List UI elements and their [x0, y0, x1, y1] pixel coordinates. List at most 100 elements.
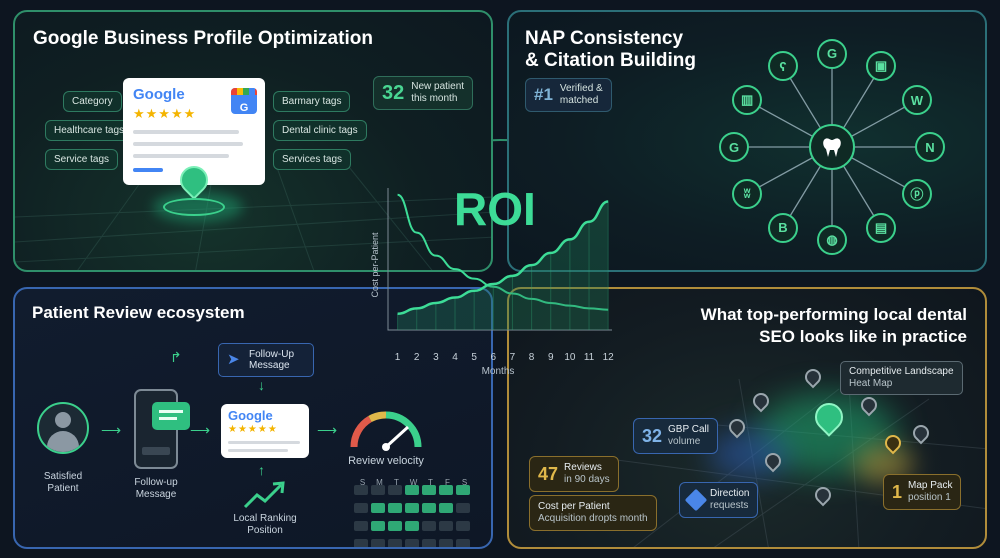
arrow-icon: ⟶	[101, 422, 122, 438]
gbp-call-label: GBP Call	[668, 424, 709, 435]
tag-barmary: Barmary tags	[273, 91, 351, 112]
weekday-label: T	[394, 478, 399, 487]
calendar-cell	[388, 521, 402, 531]
tooth-hub-icon	[809, 124, 855, 170]
citation-node-icon: G	[719, 132, 749, 162]
map-pack-label-2: position 1	[908, 492, 951, 503]
calendar-cell	[405, 503, 419, 513]
citation-node-icon: W	[901, 85, 932, 116]
google-logo: Google	[228, 408, 273, 423]
arrow-icon: ↱	[170, 349, 182, 365]
citation-node-icon: ⓟ	[901, 178, 932, 209]
roi-x-tick: 6	[491, 352, 497, 363]
calendar-cell	[371, 521, 385, 531]
gbp-panel: Google Business Profile Optimization Cat…	[13, 10, 493, 272]
direction-label: Direction	[710, 488, 750, 499]
followup-label-2: Message	[249, 360, 290, 371]
calendar-cell	[371, 539, 385, 547]
calendar-cell	[405, 539, 419, 547]
nap-title: NAP Consistency& Citation Building	[525, 28, 696, 72]
review-google-card: Google ★★★★★	[221, 404, 309, 458]
roi-x-tick: 3	[433, 352, 439, 363]
followup-label: Follow-Up	[249, 349, 295, 360]
verified-label: Verified &	[559, 83, 603, 94]
tag-service: Service tags	[45, 149, 119, 170]
verified-badge: #1 Verified &matched	[525, 78, 612, 112]
citation-node-icon: ◍	[817, 225, 847, 256]
arrow-icon: ⟶	[317, 422, 338, 438]
citation-node-icon: N	[915, 132, 945, 162]
roi-x-tick: 10	[564, 352, 576, 363]
practice-title-line-1: What top-performing local dental	[700, 305, 967, 324]
roi-x-tick: 9	[548, 352, 554, 363]
calendar-cell	[405, 521, 419, 531]
ranking-label-2: Position	[247, 525, 283, 536]
roi-x-tick: 1	[395, 352, 401, 363]
weekday-label: T	[428, 478, 433, 487]
calendar-cell	[354, 521, 368, 531]
roi-x-tick: 12	[603, 352, 615, 363]
tag-dental-clinic: Dental clinic tags	[273, 120, 367, 141]
map-pack-label: Map Pack	[908, 480, 953, 491]
new-patient-label-2: this month	[411, 93, 458, 104]
calendar-cell	[456, 485, 470, 495]
weekday-label: F	[445, 478, 450, 487]
street-grid	[15, 161, 491, 270]
calendar-cell	[422, 521, 436, 531]
reviews-label-2: in 90 days	[564, 474, 610, 485]
landscape-label: Competitive Landscape	[849, 366, 954, 377]
card-line	[228, 441, 300, 444]
cost-label: Cost per Patient	[538, 501, 610, 512]
send-icon: ➤	[227, 351, 240, 368]
directions-icon	[684, 488, 708, 512]
ranking-label: Local Ranking	[233, 513, 297, 524]
calendar-cell	[456, 521, 470, 531]
google-logo: Google	[133, 86, 185, 103]
patient-avatar-icon	[37, 402, 89, 454]
calendar-cell	[405, 485, 419, 495]
roi-x-tick: 5	[471, 352, 477, 363]
tag-services: Services tags	[273, 149, 352, 170]
weekday-label: S	[461, 478, 468, 487]
roi-label: ROI	[454, 183, 536, 235]
gbp-title: Google Business Profile Optimization	[33, 28, 373, 49]
roi-x-tick: 8	[529, 352, 535, 363]
verified-value: #1	[534, 85, 553, 104]
direction-label-2: requests	[710, 500, 749, 511]
citation-node-icon: G	[817, 38, 847, 69]
cost-label-2: Acquisition dropts month	[538, 513, 648, 524]
review-calendar	[354, 485, 479, 547]
calendar-cell	[388, 539, 402, 547]
citation-node-icon: ▤	[866, 212, 896, 243]
arrow-icon: ↓	[258, 377, 265, 393]
roi-x-axis-label: Months	[481, 366, 515, 377]
gbp-call-value: 32	[642, 426, 663, 446]
reviews-label: Reviews	[564, 462, 602, 473]
review-title: Patient Review ecosystem	[32, 303, 245, 322]
arrow-icon: ⟶	[190, 422, 211, 438]
roi-axes	[387, 188, 612, 331]
calendar-cell	[354, 485, 368, 495]
velocity-label: Review velocity	[348, 455, 424, 467]
gauge-icon	[350, 411, 422, 451]
card-line	[133, 142, 243, 146]
weekday-label: M	[376, 478, 383, 487]
calendar-cell	[388, 485, 402, 495]
calendar-cell	[354, 503, 368, 513]
roi-series-area	[397, 201, 609, 330]
roi-x-tick: 4	[452, 352, 458, 363]
